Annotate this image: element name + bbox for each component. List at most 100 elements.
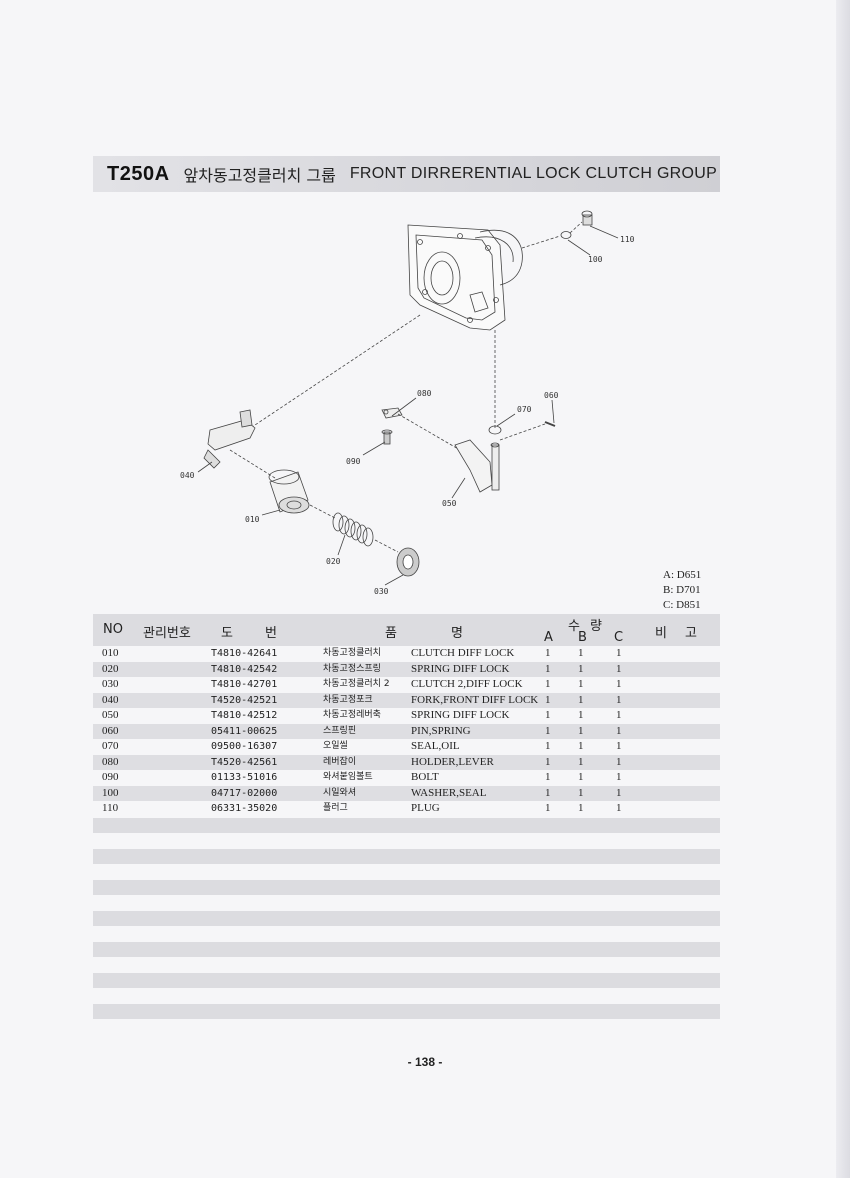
callout-020: 020 <box>326 557 341 566</box>
row-qty-a: 1 <box>545 709 551 721</box>
row-qty-b: 1 <box>578 740 584 752</box>
group-title-english: FRONT DIRRERENTIAL LOCK CLUTCH GROUP <box>349 165 718 182</box>
row-name-english: HOLDER,LEVER <box>411 755 494 768</box>
housing-part <box>407 224 523 331</box>
callout-050: 050 <box>442 499 457 508</box>
row-name-english: SPRING DIFF LOCK <box>411 662 510 675</box>
header-no: NO <box>103 622 123 637</box>
row-qty-c: 1 <box>616 709 622 721</box>
row-drawing-number: 05411-00625 <box>211 725 278 737</box>
row-drawing-number: T4520-42521 <box>211 694 278 706</box>
row-qty-c: 1 <box>616 678 622 690</box>
table-row: 060 05411-00625 스프링핀 PIN,SPRING 1 1 1 <box>93 723 720 739</box>
bolt-part <box>381 429 393 445</box>
row-drawing-number: 09500-16307 <box>211 741 278 752</box>
lever-shaft-part <box>454 439 500 493</box>
row-qty-a: 1 <box>545 724 551 737</box>
row-qty-c: 1 <box>616 802 622 814</box>
row-no: 020 <box>102 662 119 675</box>
header-qty-1: 수 <box>568 619 580 634</box>
title-bar: T250A 앞차동고정클러치 그룹 FRONT DIRRERENTIAL LOC… <box>93 156 720 192</box>
table-row: 030 T4810-42701 차동고정클러치 2 CLUTCH 2,DIFF … <box>93 677 720 693</box>
exploded-parts-diagram: 110 100 080 070 060 040 090 050 010 020 … <box>180 210 635 596</box>
row-qty-a: 1 <box>545 678 551 690</box>
header-mgmt-number: 관리번호 <box>143 626 191 641</box>
row-qty-a: 1 <box>545 755 551 768</box>
row-drawing-number: 01133-51016 <box>211 772 278 783</box>
spring-pin-part <box>544 421 556 427</box>
row-drawing-number: 06331-35020 <box>211 803 278 814</box>
header-name-2: 명 <box>451 626 463 641</box>
table-row: 090 01133-51016 와셔붙임볼트 BOLT 1 1 1 <box>93 770 720 786</box>
empty-row-band <box>93 1004 720 1019</box>
row-drawing-number: 04717-02000 <box>211 787 278 799</box>
legend-c: C: D851 <box>663 599 701 611</box>
row-name-english: CLUTCH DIFF LOCK <box>411 647 515 659</box>
row-qty-a: 1 <box>545 693 551 706</box>
callout-110: 110 <box>620 235 635 244</box>
row-qty-c: 1 <box>616 771 622 783</box>
header-name-1: 품 <box>385 626 397 641</box>
group-title-korean: 앞차동고정클러치 그룹 <box>183 166 336 185</box>
row-name-english: PIN,SPRING <box>411 724 471 737</box>
row-qty-a: 1 <box>545 771 551 783</box>
diff-lock-clutch-2-part <box>396 547 420 577</box>
row-drawing-number: T4810-42641 <box>211 648 278 659</box>
row-drawing-number: T4810-42542 <box>211 663 278 675</box>
row-name-korean: 시일와셔 <box>323 787 357 798</box>
callout-070: 070 <box>517 405 532 414</box>
table-row: 070 09500-16307 오일씰 SEAL,OIL 1 1 1 <box>93 739 720 755</box>
row-qty-a: 1 <box>545 740 551 752</box>
row-qty-c: 1 <box>616 786 622 799</box>
header-drawing-1: 도 <box>221 626 233 641</box>
empty-row-band <box>93 849 720 864</box>
row-qty-a: 1 <box>545 802 551 814</box>
empty-row-band <box>93 818 720 833</box>
callout-060: 060 <box>544 391 559 400</box>
row-name-english: BOLT <box>411 771 439 783</box>
row-qty-b: 1 <box>578 709 584 721</box>
row-name-english: WASHER,SEAL <box>411 786 487 799</box>
callout-080: 080 <box>417 389 432 398</box>
row-no: 090 <box>102 771 119 783</box>
table-row: 050 T4810-42512 차동고정레버축 SPRING DIFF LOCK… <box>93 708 720 724</box>
row-name-english: PLUG <box>411 802 440 814</box>
parts-table-header: NO 관리번호 도 번 품 명 수 량 A B C 비 고 <box>93 614 720 646</box>
row-qty-c: 1 <box>616 755 622 768</box>
row-name-korean: 스프링핀 <box>323 725 357 736</box>
row-drawing-number: T4520-42561 <box>211 756 278 768</box>
callout-030: 030 <box>374 587 389 596</box>
row-qty-b: 1 <box>578 771 584 783</box>
row-no: 070 <box>102 740 119 752</box>
row-no: 040 <box>102 693 119 706</box>
header-drawing-2: 번 <box>265 626 277 641</box>
row-qty-b: 1 <box>578 724 584 737</box>
row-no: 030 <box>102 678 119 690</box>
table-row: 040 T4520-42521 차동고정포크 FORK,FRONT DIFF L… <box>93 692 720 708</box>
header-col-b: B <box>578 630 587 645</box>
row-name-english: SPRING DIFF LOCK <box>411 709 510 721</box>
plug-part <box>581 210 593 226</box>
empty-row-band <box>93 973 720 988</box>
header-qty-2: 량 <box>590 619 602 634</box>
table-row: 010 T4810-42641 차동고정클러치 CLUTCH DIFF LOCK… <box>93 646 720 662</box>
empty-row-band <box>93 911 720 926</box>
empty-row-band <box>93 942 720 957</box>
row-no: 110 <box>102 802 119 814</box>
row-name-korean: 차동고정클러치 <box>323 648 381 658</box>
row-name-korean: 차동고정클러치 2 <box>323 679 390 689</box>
lever-holder-part <box>381 407 403 419</box>
row-no: 100 <box>102 786 119 799</box>
row-qty-c: 1 <box>616 647 622 659</box>
row-qty-a: 1 <box>545 786 551 799</box>
row-name-korean: 플러그 <box>323 803 348 813</box>
row-name-english: CLUTCH 2,DIFF LOCK <box>411 678 523 690</box>
header-remark-1: 비 <box>655 626 667 641</box>
page-number: - 138 - <box>407 1055 443 1069</box>
table-row: 100 04717-02000 시일와셔 WASHER,SEAL 1 1 1 <box>93 785 720 801</box>
seal-washer-part <box>560 231 572 239</box>
row-qty-a: 1 <box>545 662 551 675</box>
row-qty-c: 1 <box>616 724 622 737</box>
callout-100: 100 <box>588 255 603 264</box>
